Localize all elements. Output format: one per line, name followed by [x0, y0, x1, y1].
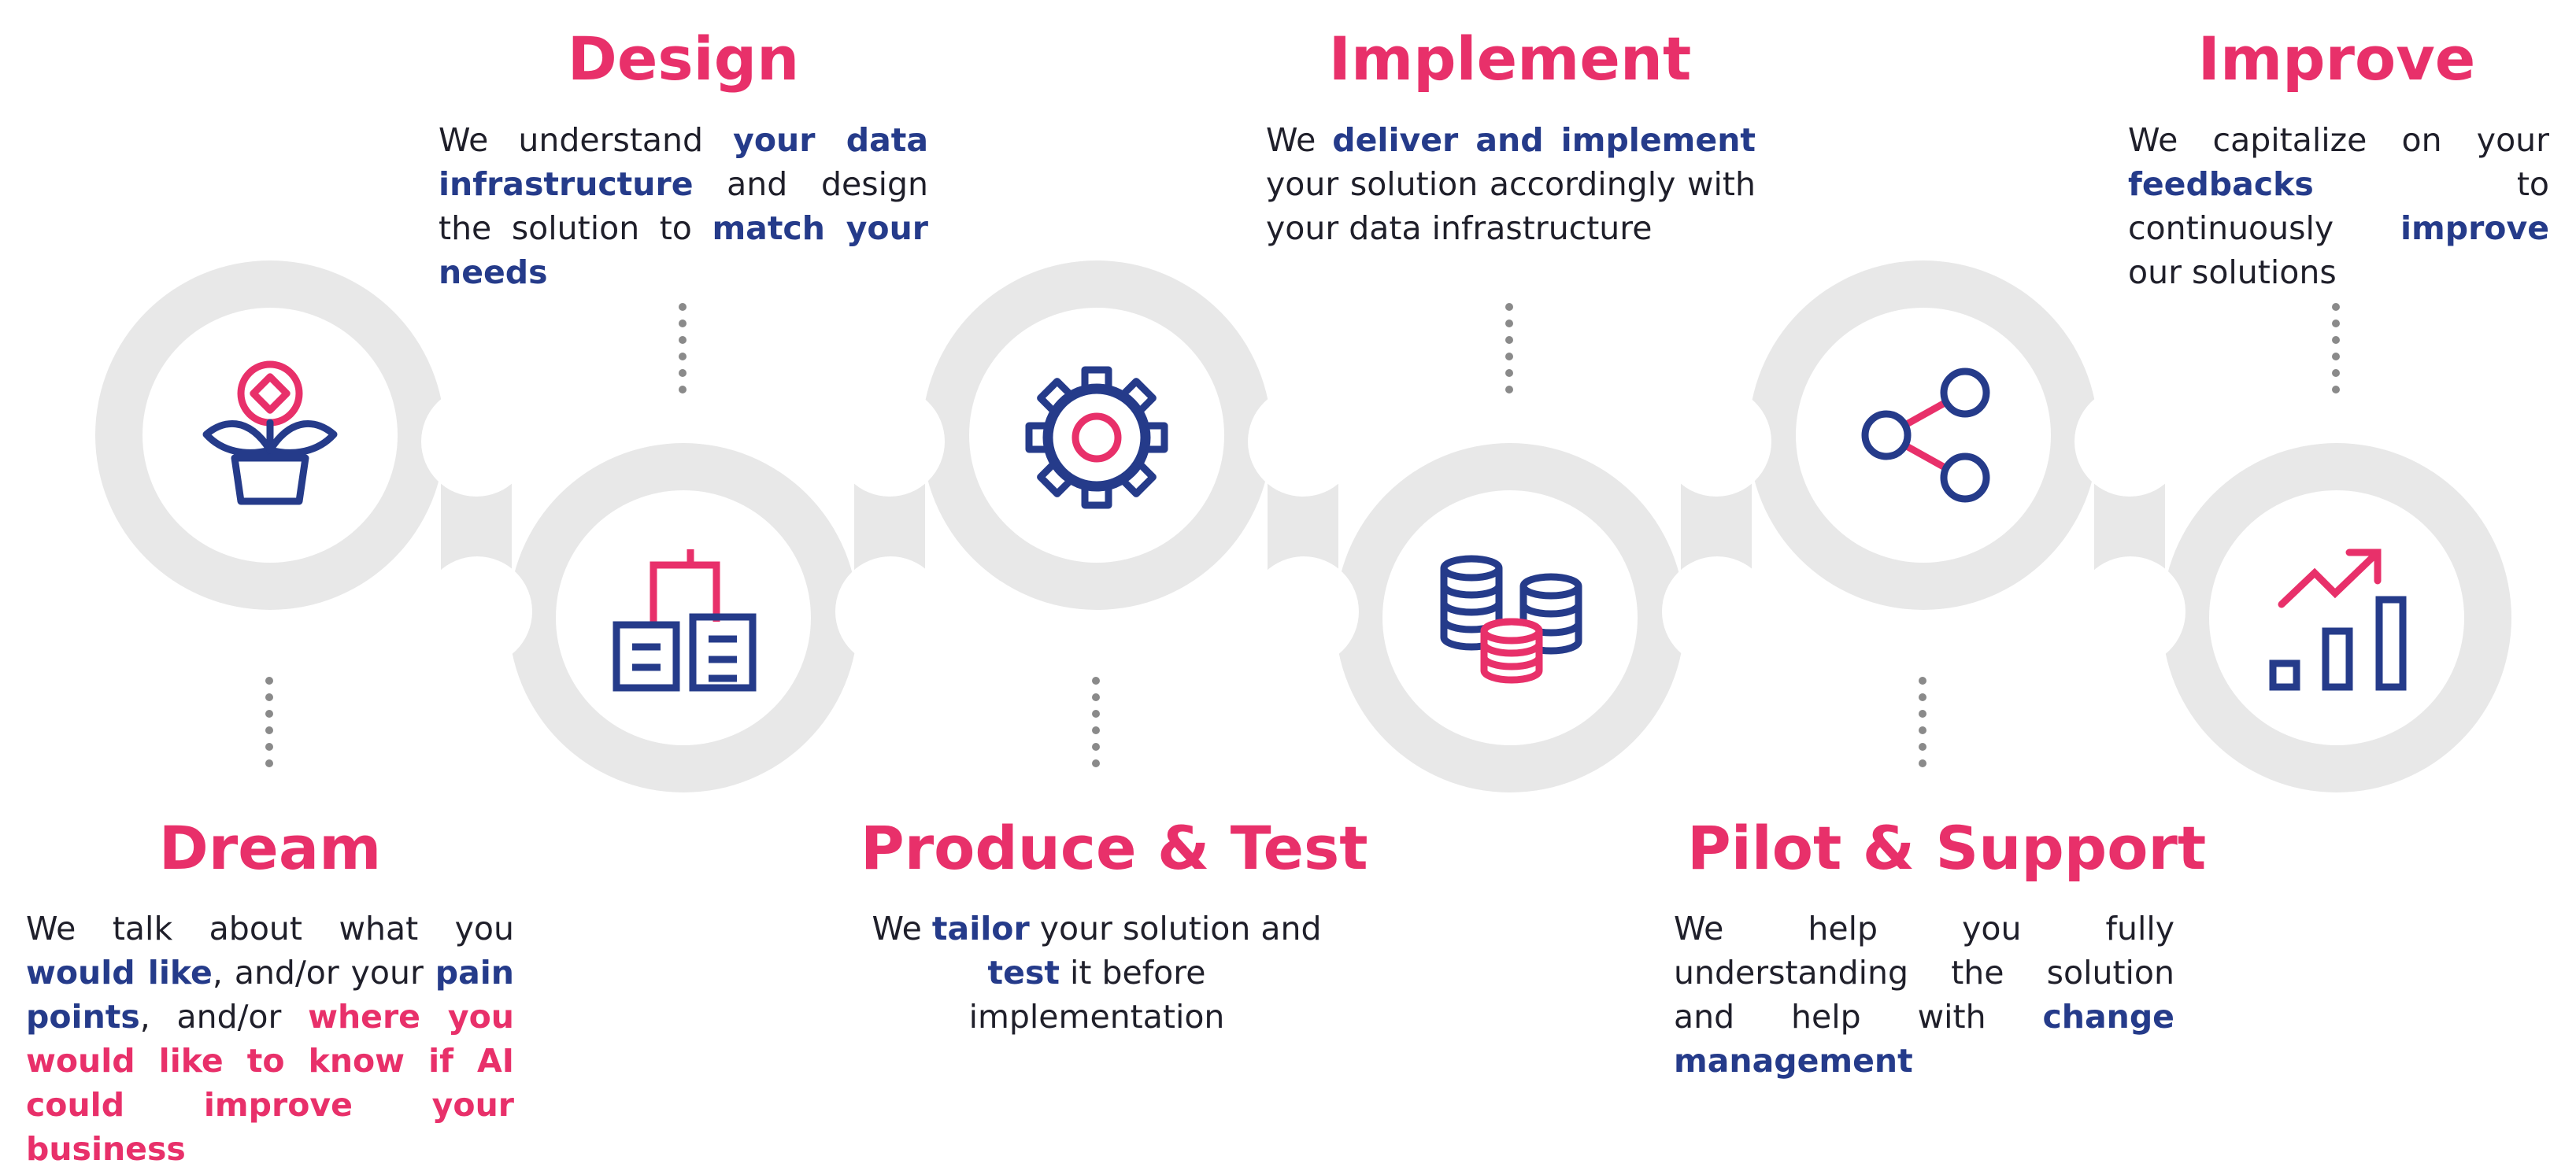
desc-highlight: test	[987, 954, 1060, 992]
growth-chart-icon	[2269, 549, 2407, 691]
desc-highlight: your data infrastructure	[439, 121, 929, 203]
chain-track	[95, 260, 2511, 792]
desc-text: We capitalize on your	[2128, 121, 2549, 159]
coins-stack-icon	[1440, 555, 1582, 684]
desc-text: We	[872, 910, 932, 948]
desc-text: We help you fully understanding the solu…	[1674, 910, 2174, 1036]
connector-dots-implement	[1505, 303, 1515, 393]
connector-dots-design	[679, 303, 688, 393]
plant-coin-icon	[202, 360, 338, 505]
step-desc-produce-test: We tailor your solution and test it befo…	[861, 907, 1333, 1039]
org-structure-icon	[613, 549, 757, 692]
process-chain	[95, 260, 2511, 792]
desc-text: and design the solution to	[439, 165, 928, 247]
desc-text: it before implementation	[968, 954, 1225, 1036]
step-title-improve: Improve	[2197, 24, 2476, 94]
connector-dots-improve	[2332, 303, 2341, 393]
desc-highlight: pain points	[26, 954, 514, 1036]
desc-highlight: feedbacks	[2128, 165, 2314, 203]
desc-highlight: improve	[2400, 209, 2549, 247]
share-network-icon	[1861, 368, 1990, 503]
desc-text: , and/or your	[212, 954, 435, 992]
desc-text: to continuously	[2128, 165, 2549, 247]
chain-notches	[421, 386, 2186, 667]
gear-icon	[1025, 366, 1168, 509]
desc-highlight: tailor	[931, 910, 1030, 948]
connector-dots-pilot	[1919, 677, 1928, 767]
desc-text: your solution accordingly with your data…	[1266, 165, 1756, 247]
connector-dots-dream	[265, 677, 275, 767]
desc-highlight: match your needs	[439, 209, 929, 291]
step-desc-pilot-support: We help you fully understanding the solu…	[1674, 907, 2174, 1083]
step-desc-implement: We deliver and implement your solution a…	[1266, 118, 1756, 250]
desc-text: , and/or	[139, 998, 309, 1036]
step-desc-dream: We talk about what you would like, and/o…	[26, 907, 514, 1171]
step-desc-design: We understand your data infrastructure a…	[439, 118, 928, 294]
step-title-dream: Dream	[158, 813, 382, 883]
connector-dots-produce	[1092, 677, 1101, 767]
desc-text: We talk about what you	[26, 910, 514, 948]
desc-highlight: would like	[26, 954, 213, 992]
step-desc-improve: We capitalize on your feedbacks to conti…	[2128, 118, 2549, 294]
step-title-pilot-support: Pilot & Support	[1687, 813, 2207, 883]
desc-highlight: deliver and implement	[1332, 121, 1756, 159]
desc-text: our solutions	[2128, 253, 2337, 291]
step-title-implement: Implement	[1328, 24, 1692, 94]
desc-text: your solution and	[1029, 910, 1322, 948]
step-title-design: Design	[567, 24, 800, 94]
desc-text: We	[1266, 121, 1333, 159]
desc-text: We understand	[439, 121, 734, 159]
step-title-produce-test: Produce & Test	[861, 813, 1368, 883]
desc-highlight: change management	[1674, 998, 2174, 1080]
